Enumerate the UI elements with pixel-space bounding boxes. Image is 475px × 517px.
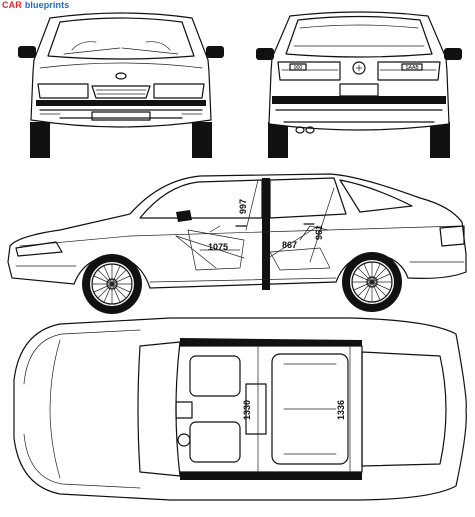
side-headlight	[15, 241, 63, 257]
dim-1075: 1075	[208, 242, 228, 252]
top-body	[13, 317, 467, 501]
top-view: 1330 1336	[13, 317, 467, 501]
brand-blueprints: blueprints	[24, 0, 70, 10]
front-mirror-left	[18, 46, 36, 58]
rear-right-wheel	[430, 122, 450, 158]
front-windshield	[47, 17, 195, 60]
rear-taillight-right	[377, 61, 441, 81]
top-front-seat-left	[189, 355, 241, 397]
front-headlight-right	[153, 83, 205, 99]
side-view: 1075 997 867 961	[7, 173, 467, 314]
front-left-wheel	[30, 122, 50, 158]
side-quarter-window	[339, 179, 413, 213]
side-taillight	[439, 225, 465, 247]
top-console	[245, 383, 267, 435]
side-body	[7, 173, 467, 289]
dim-997: 997	[238, 199, 248, 214]
front-grille	[91, 85, 151, 99]
side-front-window	[139, 179, 263, 219]
rear-emblem	[352, 61, 366, 75]
rear-window	[285, 15, 433, 58]
dim-1330: 1330	[242, 400, 252, 420]
top-rear-seat	[271, 353, 349, 465]
rear-mirror-right	[444, 48, 462, 60]
front-headlight-left	[37, 83, 89, 99]
dim-867: 867	[282, 240, 297, 250]
dim-961: 961	[314, 225, 324, 240]
exhaust-right	[305, 126, 315, 134]
exhaust-left	[295, 126, 305, 134]
dim-1336: 1336	[336, 400, 346, 420]
rear-view: 900 SAAB	[256, 11, 462, 158]
rear-taillight-left	[277, 61, 341, 81]
badge-900: 900	[294, 65, 303, 71]
rear-left-wheel	[268, 122, 288, 158]
brand-car: CAR	[2, 0, 22, 10]
front-view	[18, 12, 224, 158]
top-rear-window	[361, 351, 447, 467]
front-right-wheel	[192, 122, 212, 158]
badge-saab: SAAB	[405, 65, 419, 71]
side-mirror	[176, 210, 192, 222]
front-mirror-right	[206, 46, 224, 58]
top-steering-wheel	[177, 433, 191, 447]
rear-mirror-left	[256, 48, 274, 60]
